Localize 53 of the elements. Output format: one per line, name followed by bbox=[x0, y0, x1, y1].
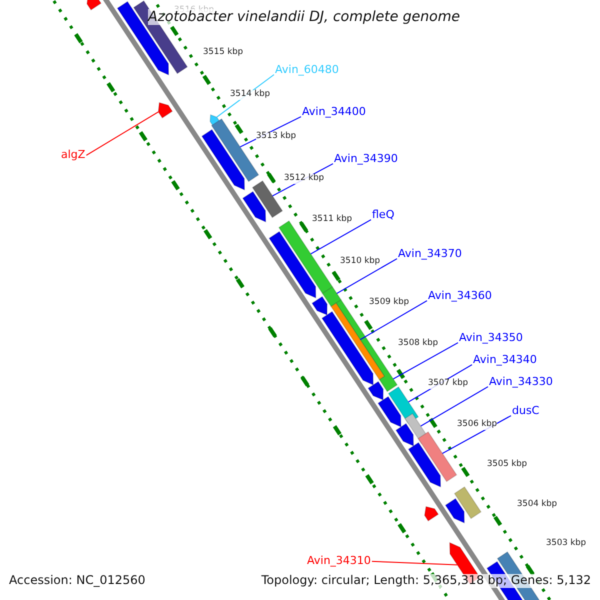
gene-block bbox=[418, 431, 458, 482]
gene-label: Avin_34400 bbox=[302, 106, 366, 119]
gene-block bbox=[311, 296, 328, 316]
leader-line bbox=[420, 386, 488, 427]
gene-label: Avin_34340 bbox=[473, 354, 537, 367]
scale-label: 3513 kbp bbox=[256, 132, 296, 142]
scale-label: 3506 kbp bbox=[457, 420, 498, 430]
scale-label: 3510 kbp bbox=[340, 257, 380, 267]
scale-label: 3512 kbp bbox=[284, 174, 324, 184]
scale-label: 3504 kbp bbox=[517, 500, 558, 510]
scale-label: 3505 kbp bbox=[487, 460, 528, 470]
gene-block bbox=[321, 310, 374, 386]
gene-label: fleQ bbox=[372, 209, 394, 222]
scale-label: 3508 kbp bbox=[398, 339, 438, 349]
gene-label: Avin_34330 bbox=[489, 376, 553, 389]
gene-block bbox=[322, 286, 342, 308]
gene-block bbox=[395, 422, 414, 447]
scale-label: 3511 kbp bbox=[312, 215, 352, 225]
gene-label: dusC bbox=[512, 405, 540, 418]
scale-label: 3507 kbp bbox=[428, 379, 468, 389]
gene-block bbox=[424, 506, 439, 522]
gene-block bbox=[268, 230, 316, 299]
gene-block bbox=[330, 302, 385, 380]
gene-label: Avin_34390 bbox=[334, 153, 398, 166]
gene-block bbox=[158, 102, 173, 119]
leader-line bbox=[86, 111, 159, 156]
gene-label: Avin_34370 bbox=[398, 248, 462, 261]
gene-block bbox=[252, 180, 284, 218]
gene-label: Avin_34310 bbox=[307, 555, 371, 568]
scale-label: 3515 kbp bbox=[203, 48, 244, 58]
accession-text: Accession: NC_012560 bbox=[9, 574, 146, 588]
leader-line bbox=[310, 219, 372, 254]
gene-label: Avin_34350 bbox=[459, 332, 523, 345]
gene-block bbox=[242, 190, 266, 223]
leader-line bbox=[371, 560, 458, 566]
scale-label: 3503 kbp bbox=[546, 539, 586, 549]
gene-block bbox=[368, 380, 384, 401]
genome-stats-text: Topology: circular; Length: 5,365,318 bp; Genes: 5,132 bbox=[261, 574, 591, 588]
scale-label: 3509 kbp bbox=[369, 298, 410, 308]
leader-line bbox=[360, 300, 428, 340]
leader-line bbox=[392, 342, 458, 380]
gene-block bbox=[444, 498, 465, 524]
gene-block bbox=[201, 128, 246, 191]
gene-label: Avin_34360 bbox=[428, 290, 492, 303]
gene-label: Avin_60480 bbox=[275, 64, 339, 77]
gene-block bbox=[408, 442, 442, 488]
gene-block bbox=[278, 220, 334, 294]
gene-label: algZ bbox=[61, 149, 86, 162]
gene-block bbox=[377, 396, 402, 428]
gene-block bbox=[86, 0, 102, 11]
leader-line bbox=[336, 258, 398, 294]
gene-block bbox=[454, 486, 482, 520]
scale-label: 3514 kbp bbox=[230, 90, 270, 100]
